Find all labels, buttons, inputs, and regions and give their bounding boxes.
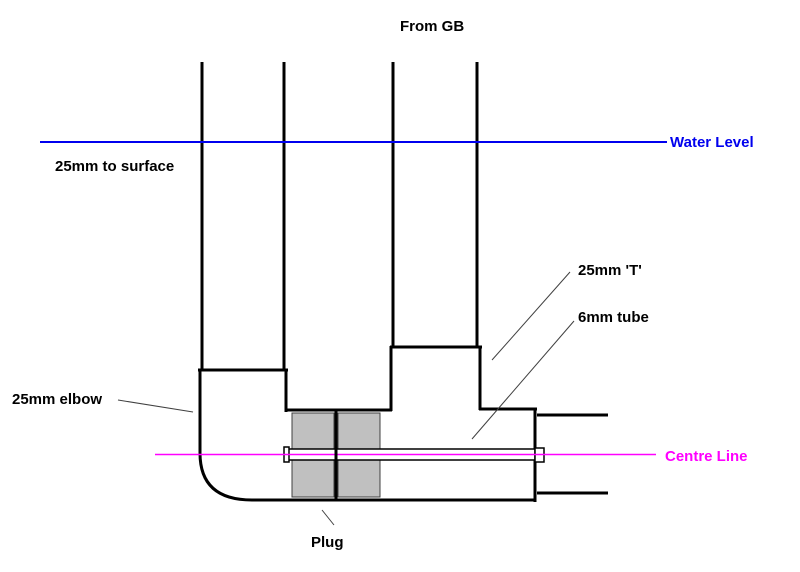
- plug-label: Plug: [311, 534, 344, 551]
- water-level-label: Water Level: [670, 134, 754, 151]
- tube-leader-line: [471, 320, 575, 440]
- elbow-leader-line: [117, 399, 194, 413]
- elbow-left-curve-and-bottom-edge: [198, 369, 536, 502]
- t-fitting-label: 25mm 'T': [578, 262, 642, 279]
- elbow-label: 25mm elbow: [12, 391, 102, 408]
- centre-line-label: Centre Line: [665, 448, 748, 465]
- t-fitting-leader-line: [491, 271, 571, 361]
- plug-leader-line: [321, 509, 335, 526]
- tube-label: 6mm tube: [578, 309, 649, 326]
- to-surface-label: 25mm to surface: [55, 158, 174, 175]
- from-gb-label: From GB: [400, 18, 464, 35]
